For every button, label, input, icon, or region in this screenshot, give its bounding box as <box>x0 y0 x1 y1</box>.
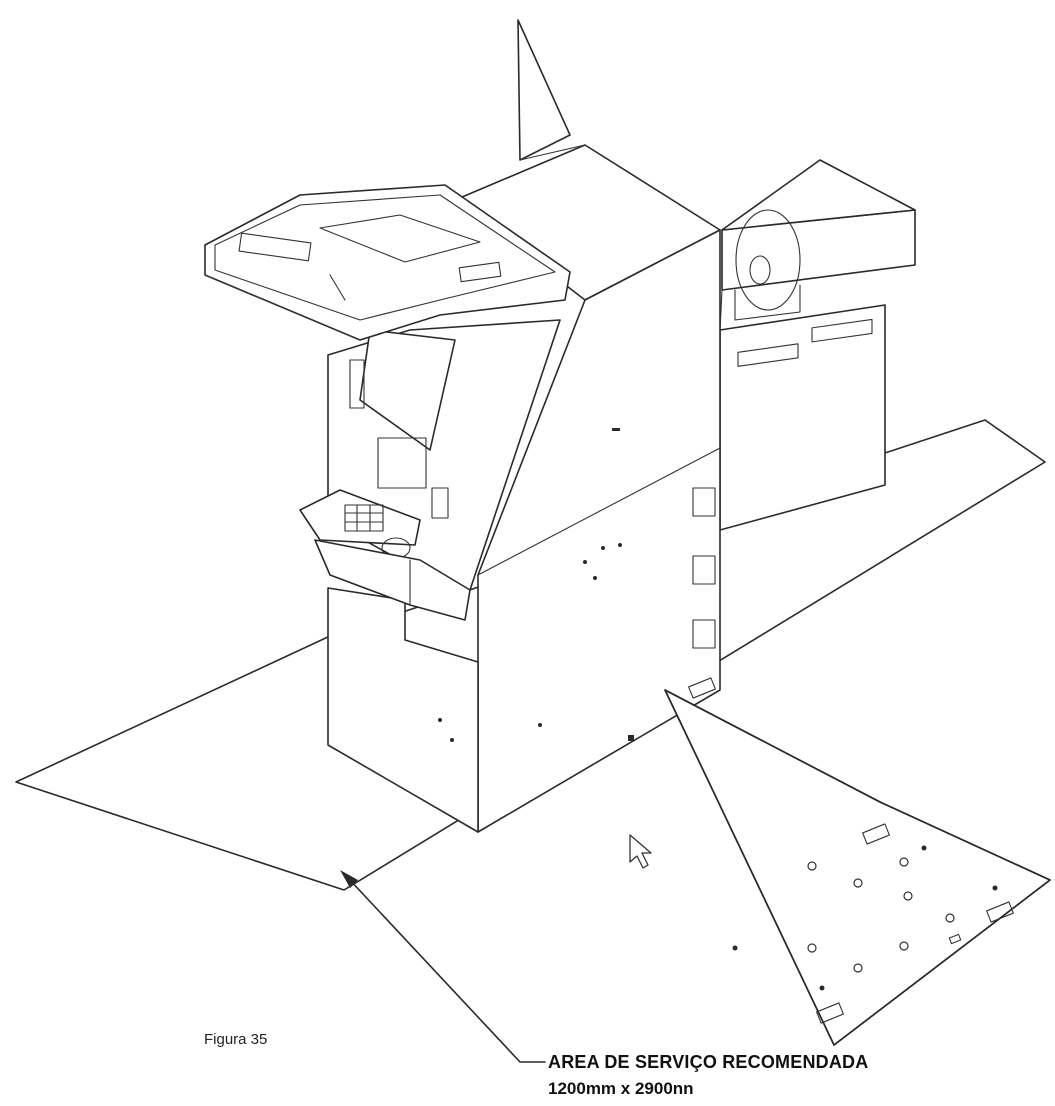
atm-pedestal <box>328 588 478 832</box>
callout-leader <box>340 870 545 1062</box>
floor-base-plate <box>665 678 1050 1045</box>
figure-label: Figura 35 <box>204 1031 268 1048</box>
mouse-pointer-icon <box>630 835 651 868</box>
keypad <box>345 505 383 531</box>
atm-fascia <box>300 320 560 620</box>
screen <box>360 330 455 450</box>
keypad-shelf <box>300 490 420 545</box>
atm-canopy <box>205 185 570 340</box>
callout-dimensions: 1200mm x 2900nn <box>548 1079 694 1098</box>
service-area-outline <box>16 420 1045 890</box>
atm-main-body <box>455 20 720 832</box>
callout-title: AREA DE SERVIÇO RECOMENDADA <box>548 1052 869 1072</box>
rear-module <box>720 160 915 530</box>
